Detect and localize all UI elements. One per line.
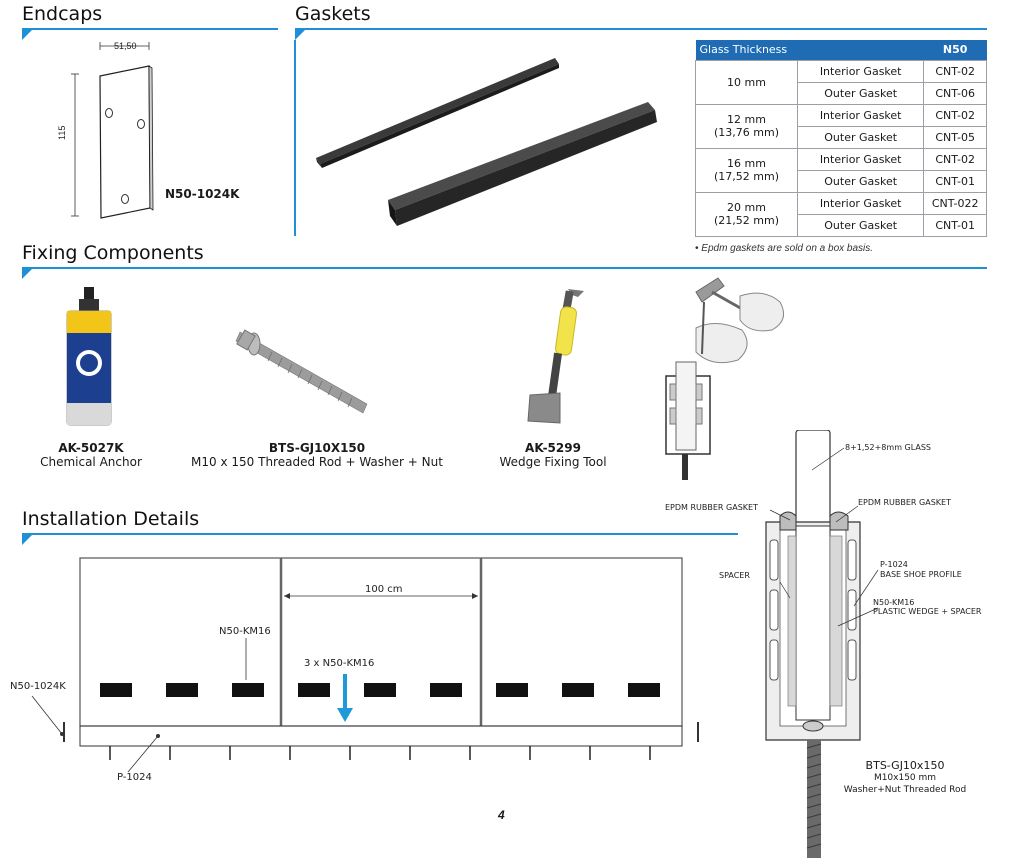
fixing-tick xyxy=(22,269,32,279)
wedge-slot xyxy=(166,683,198,697)
table-row: Outer Gasket CNT-01 xyxy=(696,213,987,237)
wedge-slot xyxy=(298,683,330,697)
thickness-actual: (21,52 mm) xyxy=(713,214,779,227)
gasket-table: Glass Thickness N50 10 mm Interior Gaske… xyxy=(695,40,987,237)
installation-plan-drawing xyxy=(31,557,699,773)
wedge-slot xyxy=(562,683,594,697)
component-desc: Chemical Anchor xyxy=(40,455,142,469)
gasket-code: CNT-06 xyxy=(923,81,987,105)
glass-label: 8+1,52+8mm GLASS xyxy=(845,443,931,452)
thickness-actual: (13,76 mm) xyxy=(713,126,779,139)
gasket-note: • Epdm gaskets are sold on a box basis. xyxy=(695,243,874,254)
profile-desc-label: BASE SHOE PROFILE xyxy=(880,570,962,579)
wedge-tool-image xyxy=(527,289,584,424)
endcaps-tick xyxy=(22,30,32,40)
thickness-value: 10 mm xyxy=(727,75,766,89)
table-row: 20 mm (21,52 mm) Interior Gasket CNT-022 xyxy=(695,191,987,237)
gasket-type: Outer Gasket xyxy=(796,213,925,237)
gasket-code: CNT-05 xyxy=(923,125,987,149)
component-caption: AK-5027K Chemical Anchor xyxy=(36,441,146,469)
endcap-code: N50-1024K xyxy=(165,187,240,201)
component-code: AK-5027K xyxy=(58,441,124,455)
profile-code-label: P-1024 xyxy=(880,560,908,569)
thickness-cell: 20 mm (21,52 mm) xyxy=(695,191,798,237)
table-row: 16 mm (17,52 mm) Interior Gasket CNT-02 xyxy=(695,147,987,193)
table-header-label: Glass Thickness xyxy=(695,40,924,60)
component-code: AK-5299 xyxy=(525,441,581,455)
thickness-cell: 16 mm (17,52 mm) xyxy=(695,147,798,193)
chemical-anchor-image xyxy=(66,287,112,426)
spacing-label: 100 cm xyxy=(365,584,403,595)
endcap-ref-label: N50-1024K xyxy=(10,681,66,692)
wedge-slot xyxy=(628,683,660,697)
wedge-slot xyxy=(232,683,264,697)
thickness-value: 12 mm xyxy=(727,113,766,126)
rod-line2-label: Washer+Nut Threaded Rod xyxy=(843,785,967,795)
gasket-type: Interior Gasket xyxy=(796,147,925,171)
wedge-slot xyxy=(430,683,462,697)
thickness-value: 20 mm xyxy=(727,201,766,214)
endcap-width-label: 51,50 xyxy=(114,41,137,51)
gasket-strips-image xyxy=(316,58,657,226)
component-caption: AK-5299 Wedge Fixing Tool xyxy=(493,441,613,469)
endcap-drawing xyxy=(71,42,154,219)
thickness-cell: 12 mm (13,76 mm) xyxy=(695,103,798,149)
km16-label: N50-KM16 xyxy=(219,626,271,637)
fixing-title: Fixing Components xyxy=(22,242,204,264)
gasket-type: Interior Gasket xyxy=(796,103,925,127)
table-header-code: N50 xyxy=(923,40,987,60)
component-desc: Wedge Fixing Tool xyxy=(499,455,607,469)
fixing-rule xyxy=(22,267,987,269)
gasket-type: Outer Gasket xyxy=(796,169,925,193)
thickness-value: 16 mm xyxy=(727,157,766,170)
component-code: BTS-GJ10X150 xyxy=(268,441,366,455)
component-caption: BTS-GJ10X150 M10 x 150 Threaded Rod + Wa… xyxy=(182,441,452,469)
wedge-slot xyxy=(100,683,132,697)
installation-rule xyxy=(22,533,738,535)
gasket-code: CNT-02 xyxy=(923,103,987,127)
installation-title: Installation Details xyxy=(22,508,200,530)
thickness-actual: (17,52 mm) xyxy=(713,170,779,183)
gaskets-tick xyxy=(295,30,305,40)
profile-ref-label: P-1024 xyxy=(117,772,152,783)
thickness-cell: 10 mm xyxy=(695,59,798,105)
spacer-label: SPACER xyxy=(719,571,750,580)
epdm-right-label: EPDM RUBBER GASKET xyxy=(858,498,951,507)
endcap-height-label: 115 xyxy=(57,125,67,140)
wedge-slot xyxy=(496,683,528,697)
gasket-code: CNT-01 xyxy=(923,169,987,193)
threaded-rod-image xyxy=(235,329,368,414)
gasket-type: Interior Gasket xyxy=(796,191,925,215)
endcaps-title: Endcaps xyxy=(22,3,103,25)
wedge-code-label: N50-KM16 xyxy=(873,598,915,607)
gaskets-rule xyxy=(295,28,987,30)
epdm-left-label: EPDM RUBBER GASKET xyxy=(665,503,758,512)
table-row: 10 mm Interior Gasket CNT-02 xyxy=(695,59,987,105)
rod-line1-label: M10x150 mm xyxy=(873,773,937,783)
gasket-type: Interior Gasket xyxy=(796,59,925,83)
rod-code-label: BTS-GJ10x150 xyxy=(865,759,945,772)
table-row: 12 mm (13,76 mm) Interior Gasket CNT-02 xyxy=(695,103,987,149)
endcaps-rule xyxy=(22,28,278,30)
page-number: 4 xyxy=(498,808,505,822)
rod-caption: BTS-GJ10x150 M10x150 mm Washer+Nut Threa… xyxy=(820,760,990,796)
installation-illustration xyxy=(662,272,788,482)
wedge-slot xyxy=(364,683,396,697)
km16-count-label: 3 x N50-KM16 xyxy=(304,658,375,669)
gasket-type: Outer Gasket xyxy=(796,81,925,105)
gaskets-title: Gaskets xyxy=(295,3,371,25)
gasket-code: CNT-02 xyxy=(923,59,987,83)
wedge-desc-label: PLASTIC WEDGE + SPACER xyxy=(873,607,982,616)
gasket-code: CNT-022 xyxy=(923,191,987,215)
gasket-code: CNT-02 xyxy=(923,147,987,171)
component-desc: M10 x 150 Threaded Rod + Washer + Nut xyxy=(191,455,443,469)
gasket-type: Outer Gasket xyxy=(796,125,925,149)
gaskets-divider xyxy=(294,40,296,236)
cross-section-drawing xyxy=(765,430,879,858)
gasket-code: CNT-01 xyxy=(923,213,987,237)
table-row: Outer Gasket CNT-06 xyxy=(696,81,987,105)
installation-tick xyxy=(22,535,32,545)
